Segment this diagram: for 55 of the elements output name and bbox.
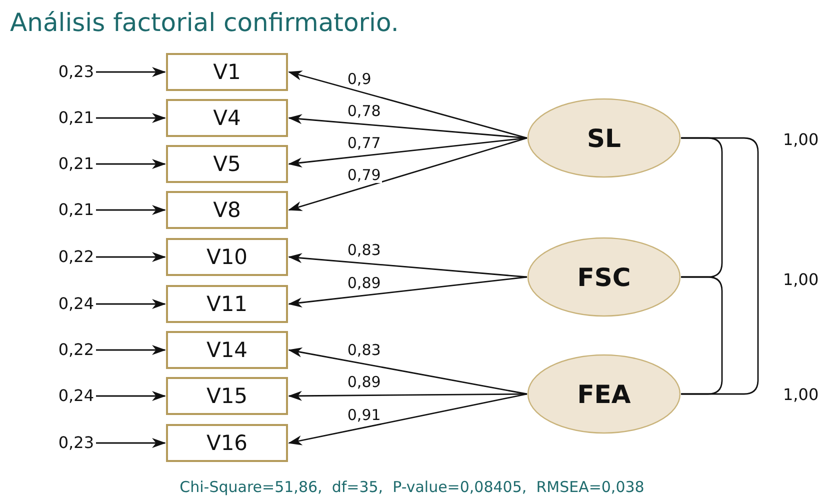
edge-label: 0,77 bbox=[346, 135, 382, 152]
variable-box: V14 bbox=[166, 331, 288, 369]
arrow bbox=[96, 252, 166, 262]
variable-box: V11 bbox=[166, 285, 288, 323]
arrow bbox=[96, 159, 166, 169]
edge-label: 0,79 bbox=[346, 167, 382, 184]
error-value: 0,21 bbox=[34, 200, 94, 220]
title: Análisis factorial confirmatorio. bbox=[10, 8, 399, 37]
error-value: 0,22 bbox=[34, 340, 94, 360]
arrow bbox=[288, 393, 528, 446]
variable-box: V5 bbox=[166, 145, 288, 183]
variable-box: V1 bbox=[166, 53, 288, 91]
variable-box: V4 bbox=[166, 99, 288, 137]
arrow bbox=[288, 137, 528, 168]
arrow bbox=[288, 390, 527, 401]
correlation-curve bbox=[681, 276, 723, 395]
edge-label: 0,91 bbox=[346, 407, 382, 424]
error-value: 0,21 bbox=[34, 154, 94, 174]
edge-label: 0,89 bbox=[346, 374, 382, 390]
arrow bbox=[96, 391, 166, 401]
error-value: 0,22 bbox=[34, 247, 94, 267]
arrow bbox=[288, 137, 528, 212]
arrow bbox=[96, 205, 166, 215]
edge-label: 0,83 bbox=[346, 342, 382, 358]
correlation-curve bbox=[681, 137, 759, 395]
error-value: 0,24 bbox=[34, 386, 94, 406]
factor-ellipse: FEA bbox=[527, 354, 681, 434]
arrow bbox=[288, 347, 528, 395]
error-value: 0,23 bbox=[34, 433, 94, 453]
arrow bbox=[288, 276, 528, 308]
edge-label: 0,83 bbox=[346, 242, 382, 258]
edge-label: 0,89 bbox=[346, 274, 382, 291]
variable-box: V16 bbox=[166, 424, 288, 462]
arrow bbox=[96, 438, 166, 448]
variable-box: V8 bbox=[166, 191, 288, 229]
caption: Chi-Square=51,86, df=35, P-value=0,08405, RMSEA=0,038 bbox=[178, 478, 646, 496]
arrow bbox=[288, 253, 528, 278]
arrow bbox=[288, 114, 528, 139]
arrow bbox=[96, 345, 166, 355]
arrow bbox=[96, 113, 166, 123]
edge-label: 0,9 bbox=[346, 70, 372, 87]
variable-box: V15 bbox=[166, 377, 288, 415]
variance-label: 1,00 bbox=[783, 130, 819, 149]
edge-label: 0,78 bbox=[346, 103, 382, 119]
variance-label: 1,00 bbox=[783, 385, 819, 404]
arrow bbox=[288, 70, 528, 139]
arrow bbox=[96, 299, 166, 309]
error-value: 0,21 bbox=[34, 108, 94, 128]
error-value: 0,24 bbox=[34, 294, 94, 314]
factor-ellipse: FSC bbox=[527, 237, 681, 317]
arrow bbox=[96, 67, 166, 77]
factor-ellipse: SL bbox=[527, 98, 681, 178]
variance-label: 1,00 bbox=[783, 270, 819, 289]
error-value: 0,23 bbox=[34, 62, 94, 82]
variable-box: V10 bbox=[166, 238, 288, 276]
